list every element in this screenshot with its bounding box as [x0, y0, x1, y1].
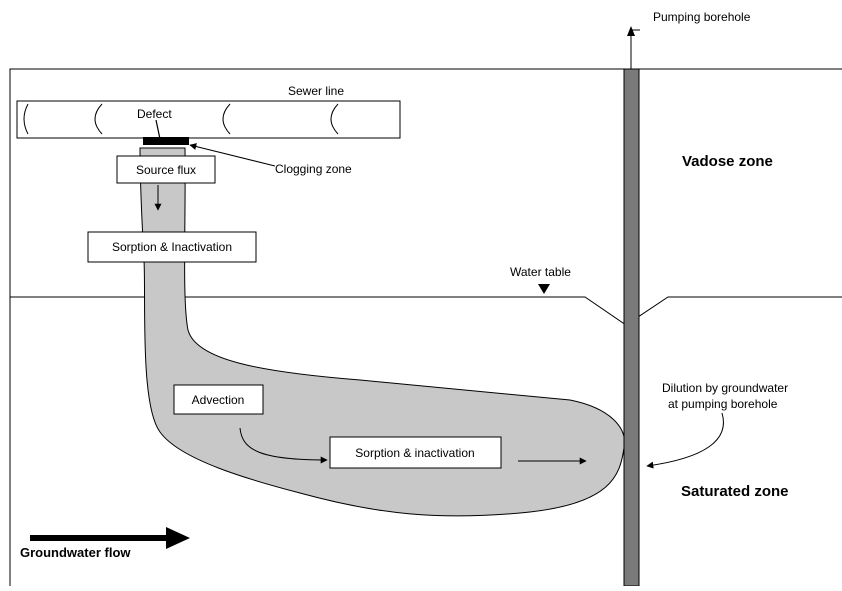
contaminant-plume	[139, 147, 626, 517]
sorption-upper-box	[87, 231, 257, 263]
defect-pointer	[155, 119, 161, 140]
clogging-zone-bar	[143, 137, 189, 145]
saturated-zone-label: Saturated zone	[681, 483, 789, 500]
water-table-marker-icon	[538, 284, 550, 294]
sorption-upper-label: Sorption & Inactivation	[112, 240, 232, 254]
dilution-label-line2: at pumping borehole	[668, 397, 778, 411]
clogging-zone-label: Clogging zone	[275, 162, 352, 176]
advection-label: Advection	[192, 393, 245, 407]
source-flux-label: Source flux	[136, 163, 196, 177]
groundwater-flow-label: Groundwater flow	[20, 545, 131, 560]
sorption-lower-label: Sorption & inactivation	[355, 446, 474, 460]
sorption-lower-box	[329, 436, 502, 469]
pumping-borehole-label: Pumping borehole	[653, 10, 751, 24]
advection-arrow	[239, 427, 328, 464]
vadose-zone-label: Vadose zone	[682, 153, 773, 170]
advection-box	[173, 384, 264, 415]
borehole-leader-arrow-icon	[627, 26, 635, 36]
groundwater-flow-arrow-icon	[30, 527, 190, 549]
pumping-borehole	[623, 68, 640, 587]
sewer-line-label: Sewer line	[288, 84, 344, 98]
sewer-pipe-joints	[23, 103, 339, 135]
water-table-label: Water table	[510, 265, 571, 279]
water-table-line	[10, 296, 842, 326]
ground-outline	[9, 68, 842, 586]
source-flux-box	[116, 155, 216, 184]
clogging-zone-arrow	[189, 143, 276, 167]
dilution-label-line1: Dilution by groundwater	[662, 381, 788, 395]
dilution-arrow	[646, 412, 724, 469]
defect-label: Defect	[137, 107, 172, 121]
sewer-pipe	[16, 100, 401, 139]
